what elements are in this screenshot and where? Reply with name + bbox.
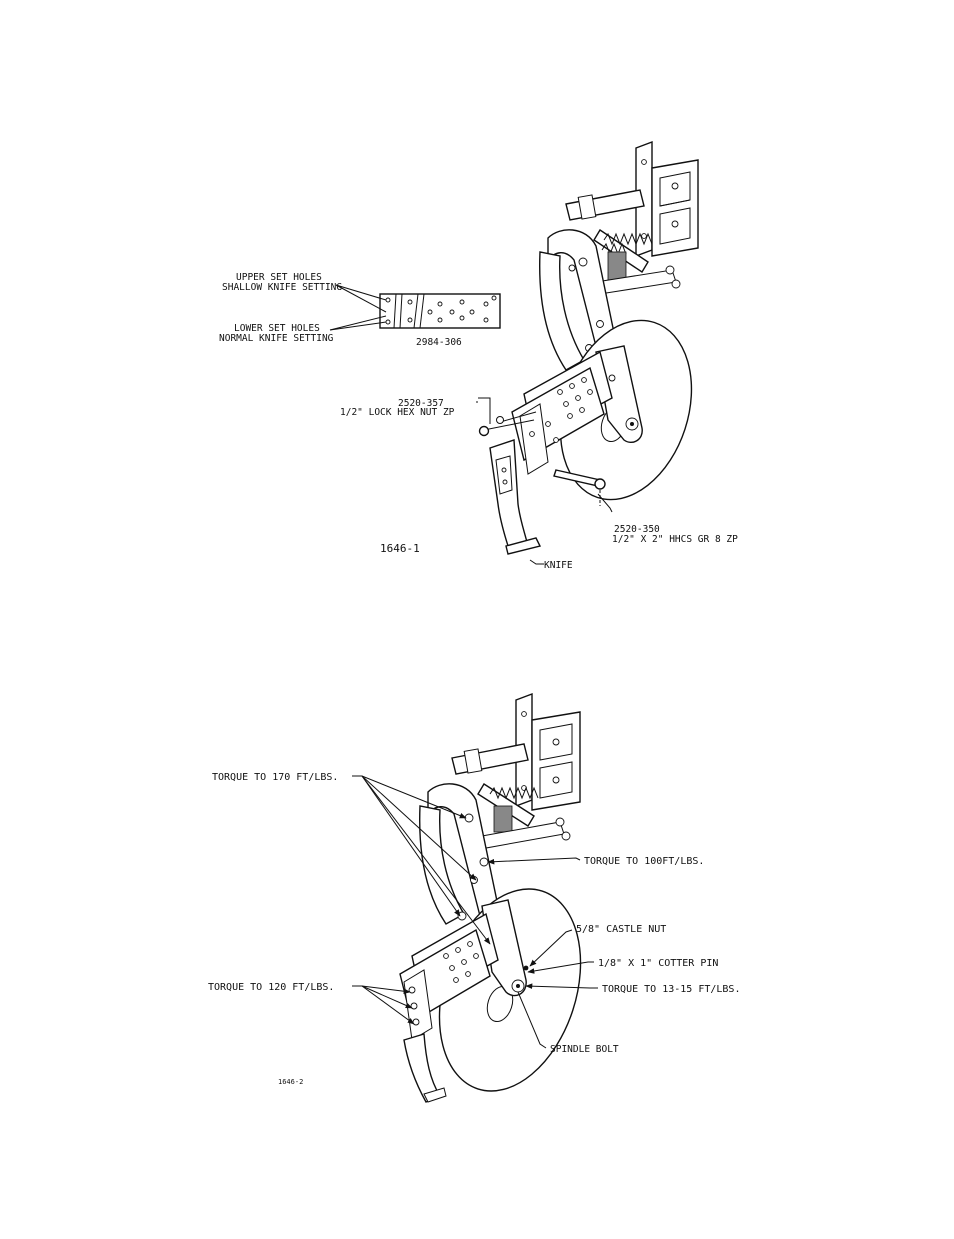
spring-assembly-2 [451, 743, 571, 849]
torque-13-15-label: TORQUE TO 13-15 FT/LBS. [602, 984, 740, 995]
knife-label: KNIFE [544, 560, 573, 571]
knife [489, 439, 542, 555]
shallow-knife-setting-label: SHALLOW KNIFE SETTING [222, 282, 342, 293]
lower-set-holes-label: LOWER SET HOLES [234, 323, 320, 334]
torque-170-label: TORQUE TO 170 FT/LBS. [212, 772, 338, 783]
castle-nut-label: 5/8" CASTLE NUT [576, 924, 666, 935]
leaders-figure-2 [352, 775, 598, 1049]
lock-hex-nut [478, 425, 490, 437]
gang-arm [539, 229, 619, 371]
nut-description: 1/2" LOCK HEX NUT ZP [340, 407, 455, 418]
bolt-part-number: 2520-350 [614, 524, 660, 535]
spindle-bolt-label: SPINDLE BOLT [550, 1044, 619, 1055]
exploded-hardware [478, 411, 606, 506]
knife-setting-bracket [379, 293, 501, 329]
cotter-pin-label: 1/8" X 1" COTTER PIN [598, 958, 718, 969]
figure-2: TORQUE TO 170 FT/LBS. TORQUE TO 100FT/LB… [208, 692, 740, 1103]
figure-1-id: 1646-1 [380, 542, 420, 555]
torque-120-label: TORQUE TO 120 FT/LBS. [208, 982, 334, 993]
hub-arm [595, 345, 643, 444]
mount-bracket-2 [515, 692, 581, 811]
nut-part-number: 2520-357 [398, 398, 444, 409]
upper-set-holes-label: UPPER SET HOLES [236, 272, 322, 283]
figure-2-id: 1646-2 [278, 1078, 303, 1086]
bolt-description: 1/2" X 2" HHCS GR 8 ZP [612, 534, 738, 545]
figure-1: UPPER SET HOLES SHALLOW KNIFE SETTING LO… [219, 140, 738, 571]
hub-arm-2 [481, 899, 529, 997]
bracket-part-number: 2984-306 [416, 337, 462, 348]
mount-bracket [635, 140, 699, 258]
torque-100-label: TORQUE TO 100FT/LBS. [584, 856, 704, 867]
normal-knife-setting-label: NORMAL KNIFE SETTING [219, 333, 334, 344]
leaders-figure-1 [329, 284, 613, 565]
knife-2 [403, 1033, 447, 1103]
